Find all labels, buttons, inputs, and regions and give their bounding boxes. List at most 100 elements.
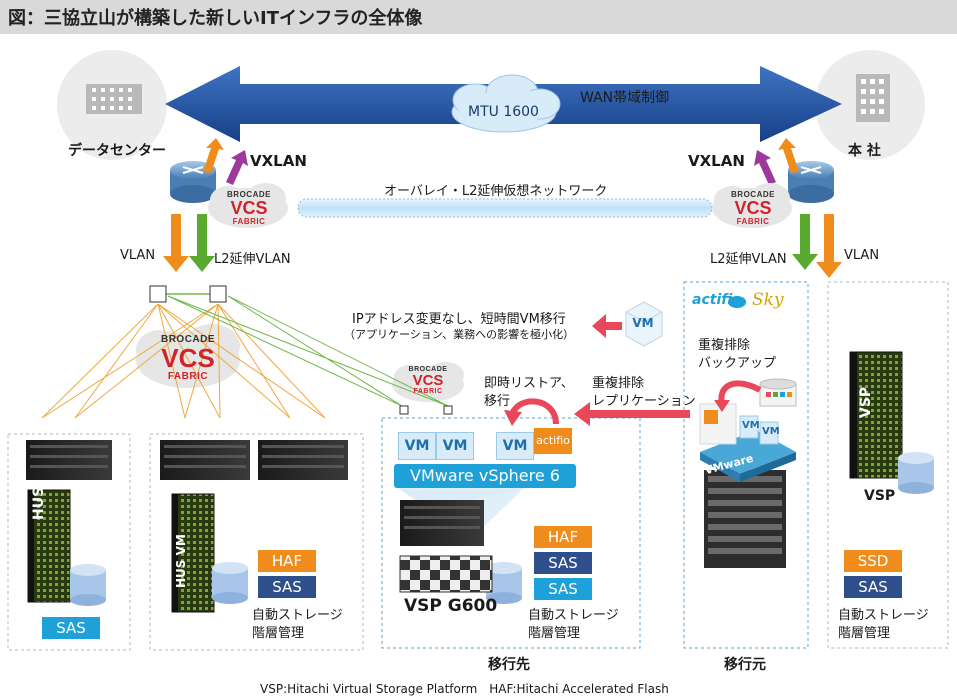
group-husvm-box [149,433,364,651]
vsp-rack-label: VSP [858,386,874,418]
vlan-arrow-right [816,214,842,278]
source-label: 移行元 [724,657,766,673]
restore-note-2: 移行 [484,394,511,409]
footnote: VSP:Hitachi Virtual Storage Platform HAF… [260,682,669,696]
g600-note-2: 階層管理 [528,626,581,641]
g600-sas-tag-2: SAS [534,578,592,600]
vlan-left-label: VLAN [120,248,156,263]
orange-up-arrow-right [778,138,799,173]
blade-servers-left [26,440,112,480]
vm-box-3: VM [496,432,534,460]
source-server-stack [704,470,786,568]
dedup-backup-2: バックアップ [698,356,777,371]
purple-up-arrow-left [226,150,248,185]
disk-cylinder-husvm [212,562,248,604]
router-right [788,161,834,203]
hq-building-icon [856,74,890,122]
g600-server [400,500,484,546]
overlay-tube [297,198,713,218]
l2vlan-arrow-right [792,214,818,270]
vxlan-left-label: VXLAN [250,152,307,170]
actifio-badge: actifio [534,428,572,454]
restore-curve-arrow [509,398,559,425]
group-hus-box [7,433,131,651]
vm-cube-label: VM [632,316,654,330]
hq-label: 本 社 [848,143,881,159]
vm-cube-icon [625,301,663,347]
g600-storage [399,555,493,593]
vsp-note-1: 自動ストレージ [838,608,929,623]
hus-sas-tag: SAS [42,617,100,639]
wan-label: WAN帯域制御 [580,90,670,106]
group-vsp-box [827,281,949,649]
l2vlan-left-label: L2延伸VLAN [214,252,291,267]
datacenter-building-icon [86,84,142,114]
datacenter-label: データセンター [68,143,166,159]
mtu-cloud [451,74,561,133]
husvm-rack-label: HUS VM [174,534,188,588]
vsphere-bar: VMware vSphere 6 [394,464,576,488]
backup-curve-arrow [718,380,762,405]
vm-box-2: VM [436,432,474,460]
vsp-sas-tag: SAS [844,576,902,598]
overlay-label: オーバレイ・L2延伸仮想ネットワーク [384,184,608,199]
actifio-sky-product: Sky [752,290,784,310]
router-left [170,161,216,203]
disk-cylinder-hus [70,564,106,606]
hus-storage-rack [27,489,71,603]
restore-note-1: 即時リストア、 [484,376,574,391]
vsp-ssd-tag: SSD [844,550,902,572]
l2vlan-arrow-left [189,214,215,272]
replication-arrow [574,402,690,426]
vsp-storage-rack [849,351,903,479]
vcs-cloud-top-right [712,183,792,228]
dedup-backup-1: 重複排除 [698,338,751,353]
switch-nodes [149,285,453,415]
vsp-note-2: 階層管理 [838,626,891,641]
migration-arrow [592,314,622,338]
g600-label: VSP G600 [404,596,498,616]
backup-db-icon [759,378,797,407]
dedup-repl-1: 重複排除 [592,376,645,391]
migration-note-1: IPアドレス変更なし、短時間VM移行 [352,312,566,327]
vlan-right-label: VLAN [844,248,880,263]
husvm-storage-rack [171,493,215,613]
hus-rack-label: HUS [31,486,47,520]
source-vm-2: VM [762,426,780,437]
group-source-box [683,281,809,649]
vxlan-right-label: VXLAN [688,152,745,170]
orange-mesh-lines [41,303,326,419]
source-cubes [699,403,779,445]
blade-servers-mid [160,440,348,480]
g600-haf-tag: HAF [534,526,592,548]
vcs-cloud-top-left [208,183,288,228]
destination-label: 移行先 [488,657,530,673]
vlan-arrow-left [163,214,189,272]
actifio-brand: actifio [692,292,742,308]
g600-note-1: 自動ストレージ [528,608,619,623]
husvm-note-1: 自動ストレージ [252,608,343,623]
husvm-note-2: 階層管理 [252,626,305,641]
orange-up-arrow-left [203,138,224,173]
l2vlan-right-label: L2延伸VLAN [710,252,787,267]
migration-note-2: （アプリケーション、業務への影響を極小化） [344,328,575,341]
green-mesh-lines [167,295,449,407]
source-vm-1: VM [742,420,760,431]
g600-sas-tag-1: SAS [534,552,592,574]
vm-box-1: VM [398,432,436,460]
vcs-cloud-small [392,362,464,402]
actifio-sky-cloud-icon [728,296,746,308]
title-bar: 図：三協立山が構築した新しいITインフラの全体像 [0,0,957,34]
figure-title: 図：三協立山が構築した新しいITインフラの全体像 [8,8,423,29]
purple-up-arrow-right [754,150,776,185]
disk-cylinder-vsp [898,452,934,494]
vsp-label: VSP [864,488,896,504]
husvm-sas-tag: SAS [258,576,316,598]
mtu-label: MTU 1600 [468,104,539,120]
husvm-haf-tag: HAF [258,550,316,572]
